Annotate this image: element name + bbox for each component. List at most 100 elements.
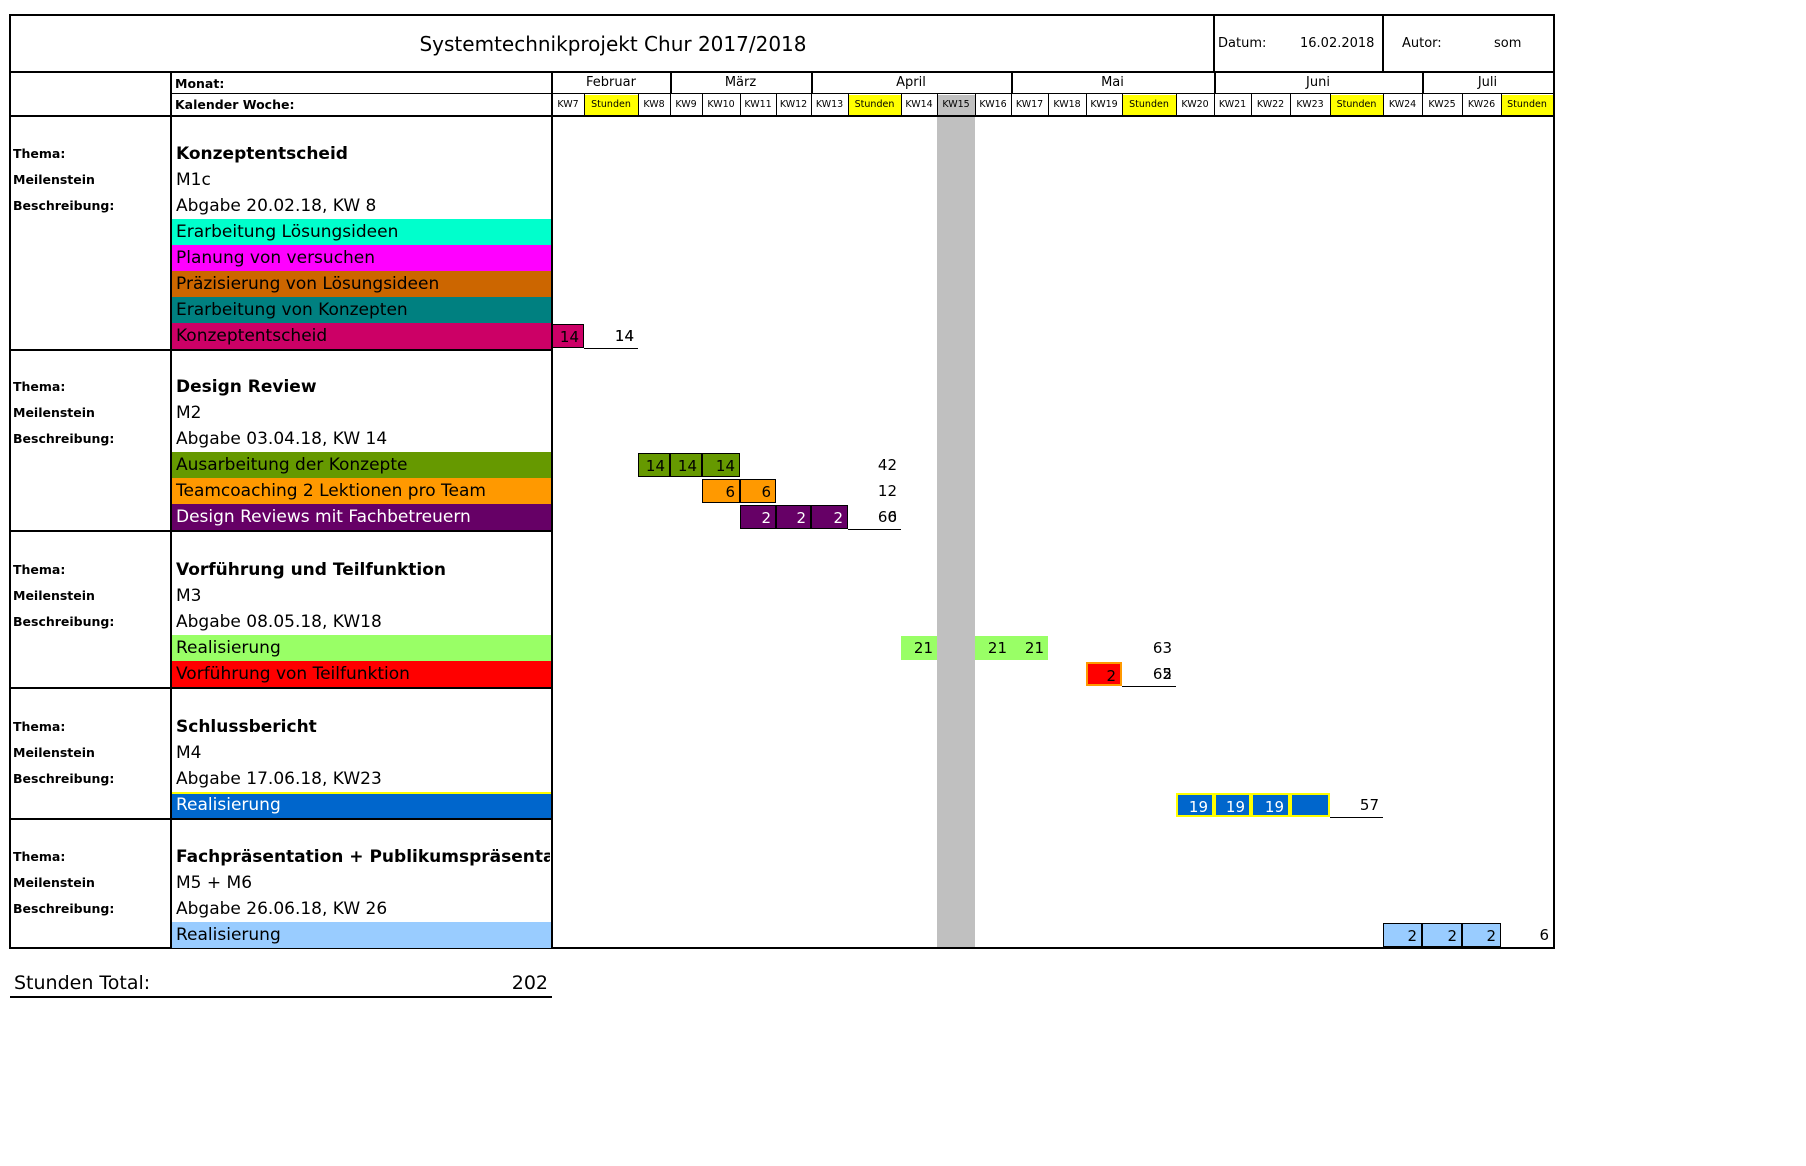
section-meilenstein: M4 [176,743,202,763]
task-label: Vorführung von Teilfunktion [172,661,551,687]
border-header [9,71,1555,73]
task-label: Erarbeitung Lösungsideen [172,219,551,245]
section-divider [9,530,552,532]
week-col-20: Stunden [1330,95,1383,115]
border-left [9,14,11,949]
hour-cell: 19 [1251,793,1290,817]
hour-cell: 6 [702,479,740,503]
week-col-21: KW24 [1388,99,1417,110]
label-beschreibung: Beschreibung: [13,614,115,629]
week-divider [1011,94,1012,115]
hour-cell: 2 [1422,923,1462,947]
week-divider [1422,94,1423,115]
week-divider [1176,94,1177,115]
section-total-underline [848,529,901,530]
label-thema: Thema: [13,562,66,577]
week-col-14: KW19 [1090,99,1118,110]
month-label: Monat: [175,76,225,91]
week-divider [584,94,585,115]
label-beschreibung: Beschreibung: [13,431,115,446]
week-label: Kalender Woche: [175,97,295,112]
gantt-sheet: Systemtechnikprojekt Chur 2017/2018 Datu… [9,14,1555,998]
total-underline [1330,817,1383,818]
week-col-4: KW10 [707,99,735,110]
week-col-15: Stunden [1122,95,1176,115]
section-meilenstein: M3 [176,586,202,606]
hour-cell: 14 [670,453,702,477]
hour-cell: 2 [811,505,848,529]
week-col-3: KW9 [675,99,697,110]
border-labels [170,72,172,949]
section-beschreibung: Abgabe 17.06.18, KW23 [176,769,382,789]
month-divider [670,72,672,94]
week-divider [1214,94,1215,115]
hour-cell: 21 [901,636,937,660]
task-label: Design Reviews mit Fachbetreuern [172,504,551,530]
month-3: Mai [1101,75,1124,90]
task-label: Erarbeitung von Konzepten [172,297,551,323]
week-divider [670,94,671,115]
label-thema: Thema: [13,379,66,394]
month-1: März [724,75,757,90]
week-col-12: KW17 [1015,99,1044,110]
task-total: 42 [877,456,897,474]
author-label: Autor: [1402,36,1442,51]
section-meilenstein: M5 + M6 [176,873,253,893]
border-top [9,14,1555,16]
section-beschreibung: Abgabe 03.04.18, KW 14 [176,429,388,449]
week-divider [848,94,849,115]
section-thema: Konzeptentscheid [176,144,348,164]
label-thema: Thema: [13,849,66,864]
border-right [1553,14,1555,949]
task-total: 12 [877,482,897,500]
week-divider [1501,94,1502,115]
hour-cell: 14 [638,453,670,477]
section-beschreibung: Abgabe 20.02.18, KW 8 [176,196,377,216]
month-0: Februar [586,75,636,90]
total-underline [10,996,552,998]
task-total: 14 [614,327,634,345]
hour-cell: 19 [1176,793,1214,817]
hour-cell: 19 [1214,793,1251,817]
week-col-19: KW23 [1296,99,1324,110]
week-col-13: KW18 [1053,99,1081,110]
week-col-17: KW21 [1218,99,1247,110]
border-date [1213,14,1215,72]
week-col-11: KW16 [979,99,1007,110]
section-divider [9,349,552,351]
hour-cell: 6 [740,479,776,503]
month-divider [1214,72,1216,94]
section-meilenstein: M2 [176,403,202,423]
week-col-8: Stunden [848,95,901,115]
task-total: 2 [1162,665,1172,683]
label-meilenstein: Meilenstein [13,172,95,187]
label-meilenstein: Meilenstein [13,875,95,890]
label-thema: Thema: [13,146,66,161]
week-divider [1383,94,1384,115]
week-col-0: KW7 [557,99,579,110]
week-divider [740,94,741,115]
task-total: 6 [887,508,897,526]
week-divider [975,94,976,115]
week-col-1: Stunden [584,95,638,115]
section-beschreibung: Abgabe 26.06.18, KW 26 [176,899,388,919]
label-beschreibung: Beschreibung: [13,198,115,213]
week-divider [1122,94,1123,115]
hour-cell: 21 [1011,636,1048,660]
week-col-24: Stunden [1501,95,1553,115]
week-col-2: KW8 [643,99,665,110]
month-divider [811,72,813,94]
week-divider [1290,94,1291,115]
section-total-underline [1122,686,1176,687]
section-total: 14 [614,327,634,345]
section-thema: Design Review [176,377,317,397]
task-label: Planung von versuchen [172,245,551,271]
week-col-23: KW26 [1467,99,1496,110]
section-total: 65 [1152,665,1172,683]
task-label: Realisierung [172,922,551,948]
border-month [170,93,1555,94]
border-weeks [9,115,1555,117]
border-chart [551,72,553,949]
author-value: som [1494,36,1522,51]
month-5: Juli [1477,75,1498,90]
